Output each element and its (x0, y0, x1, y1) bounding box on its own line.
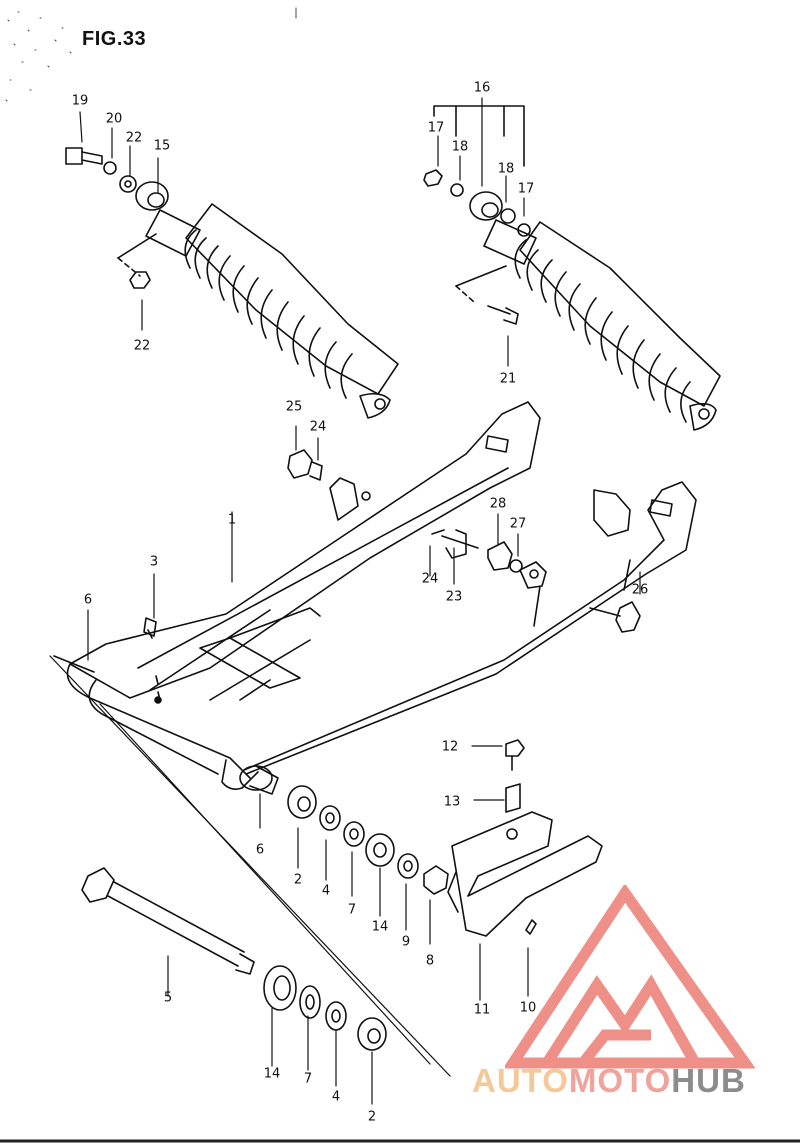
figure-title: FIG.33 (82, 28, 147, 50)
left-shock-absorber (65, 147, 399, 419)
callout-18: 18 (497, 161, 515, 177)
callout-17: 17 (517, 181, 535, 197)
callout-4: 4 (321, 883, 331, 899)
callout-5: 5 (163, 990, 173, 1006)
callout-16: 16 (473, 80, 491, 96)
callout-28: 28 (489, 496, 507, 512)
scan-noise (5, 7, 297, 102)
callout-11: 11 (473, 1002, 491, 1018)
callout-6: 6 (255, 842, 265, 858)
callout-22: 22 (125, 130, 143, 146)
callout-6: 6 (83, 592, 93, 608)
callout-17: 17 (427, 120, 445, 136)
callout-27: 27 (509, 516, 527, 532)
chain-guard-parts (143, 449, 641, 937)
brand-hub: HUB (671, 1062, 746, 1099)
callout-25: 25 (285, 399, 303, 415)
watermark-brand: AUTOMOTOHUB (472, 1062, 746, 1100)
callout-7: 7 (347, 902, 357, 918)
callout-20: 20 (105, 111, 123, 127)
callout-21: 21 (499, 371, 517, 387)
callout-18: 18 (451, 139, 469, 155)
callout-10: 10 (519, 1000, 537, 1016)
callout-3: 3 (149, 554, 159, 570)
callout-13: 13 (443, 794, 461, 810)
swing-arm (53, 401, 697, 795)
leader-lines (79, 97, 641, 1105)
callout-14: 14 (263, 1066, 281, 1082)
brand-moto: MOTO (568, 1062, 672, 1099)
automotohub-logo-mark (505, 885, 755, 1069)
callout-24: 24 (421, 571, 439, 587)
callout-22: 22 (133, 338, 151, 354)
right-shock-absorber (423, 105, 721, 431)
callout-4: 4 (331, 1089, 341, 1105)
callout-8: 8 (425, 953, 435, 969)
pivot-hardware (49, 655, 451, 1077)
callout-14: 14 (371, 919, 389, 935)
callout-23: 23 (445, 589, 463, 605)
callout-19: 19 (71, 93, 89, 109)
callout-9: 9 (401, 934, 411, 950)
callout-15: 15 (153, 138, 171, 154)
callout-2: 2 (293, 872, 303, 888)
callout-2: 2 (367, 1109, 377, 1125)
callout-26: 26 (631, 582, 649, 598)
callout-7: 7 (303, 1071, 313, 1087)
callout-1: 1 (227, 512, 237, 528)
brand-auto: AUTO (472, 1062, 569, 1099)
callout-24: 24 (309, 419, 327, 435)
callout-12: 12 (441, 739, 459, 755)
